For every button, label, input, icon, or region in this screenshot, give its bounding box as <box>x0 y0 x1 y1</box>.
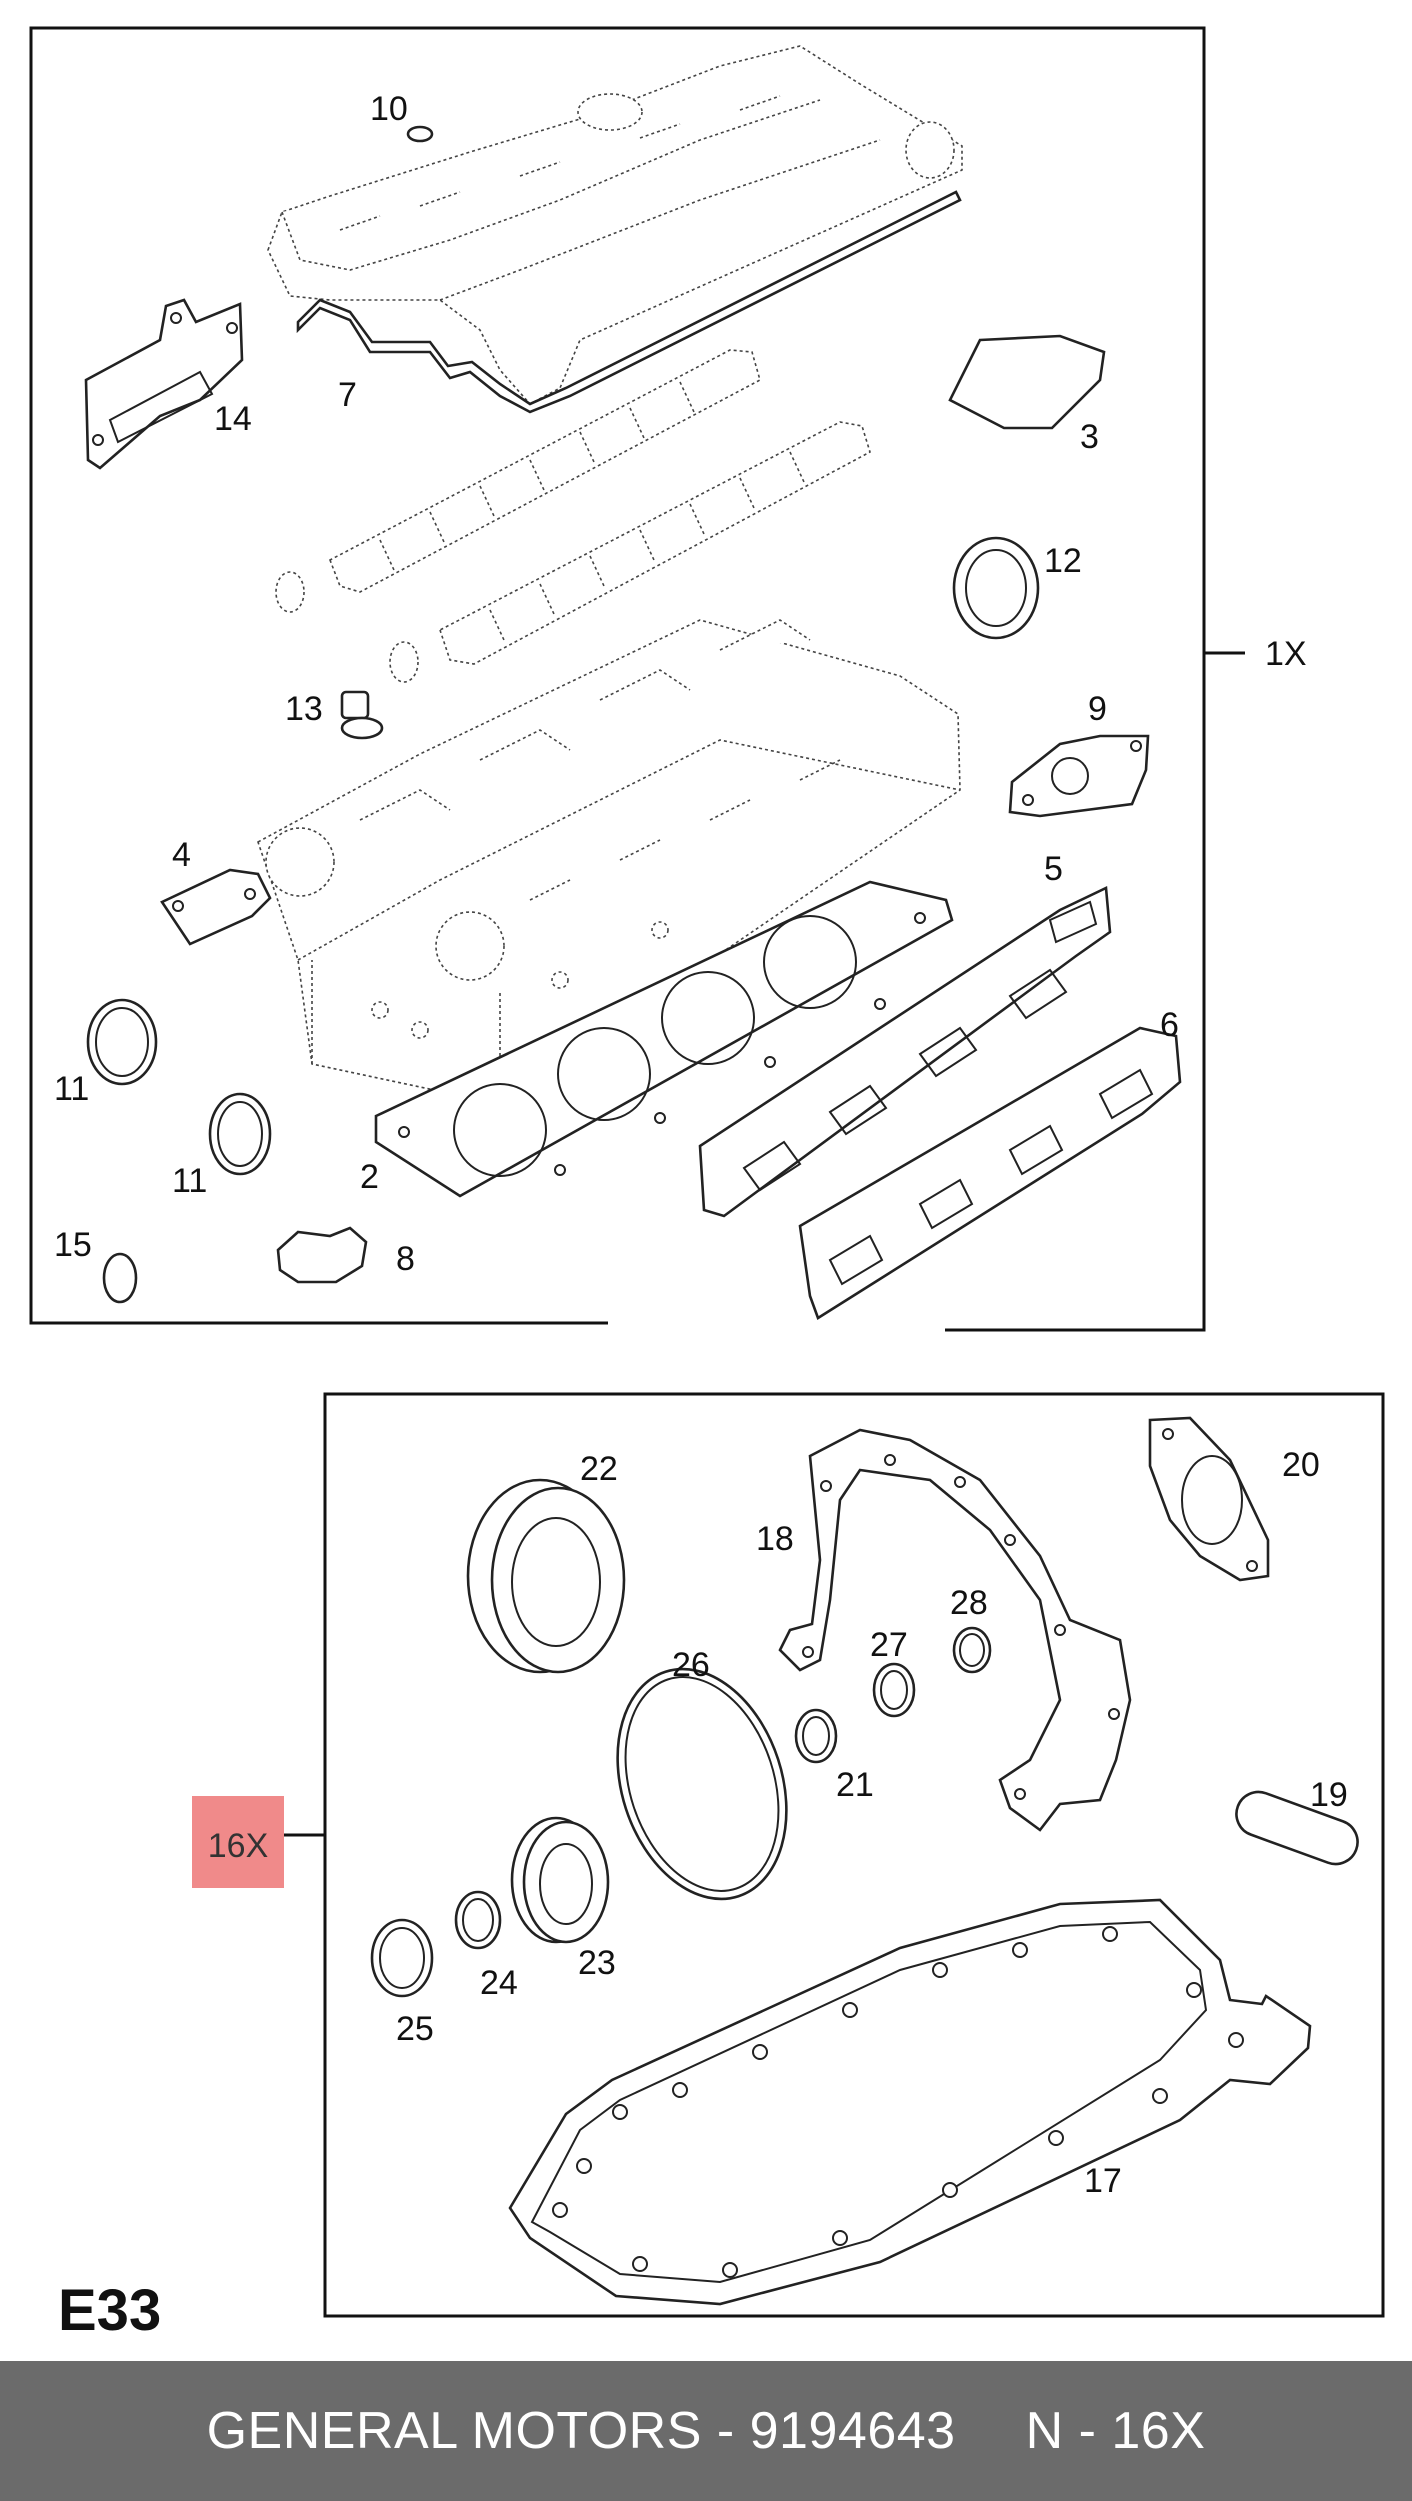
part-20-gasket <box>1148 1416 1270 1582</box>
svg-text:11: 11 <box>172 1162 207 1200</box>
top-group-frame <box>29 26 1245 1332</box>
part-21-oring <box>794 1708 838 1764</box>
svg-text:15: 15 <box>54 1226 92 1264</box>
svg-text:10: 10 <box>370 90 408 128</box>
svg-text:1X: 1X <box>1265 635 1307 673</box>
part-23-seal <box>510 1816 610 1944</box>
part-10-oring <box>406 125 434 143</box>
part-3-gasket <box>948 334 1106 430</box>
svg-text:25: 25 <box>396 2010 434 2048</box>
camshaft-lower <box>439 421 871 665</box>
svg-text:21: 21 <box>836 1766 874 1804</box>
svg-text:27: 27 <box>870 1626 908 1664</box>
part-2-head-gasket <box>374 880 954 1198</box>
svg-text:23: 23 <box>578 1944 616 1982</box>
svg-text:4: 4 <box>172 836 191 874</box>
svg-text:16X: 16X <box>208 1827 269 1865</box>
part-4-gasket <box>160 868 272 946</box>
page-code: E33 <box>58 2278 161 2343</box>
footer-note: N - 16X <box>1025 2402 1206 2460</box>
part-13-valve <box>340 690 384 740</box>
svg-text:5: 5 <box>1044 850 1063 888</box>
part-24-oring <box>454 1890 502 1950</box>
part-6-exhaust-gasket <box>798 1026 1182 1320</box>
part-17-oilpan-gasket <box>508 1898 1312 2306</box>
footer-separator: - <box>716 2402 735 2460</box>
part-14-plate-gasket <box>84 298 244 470</box>
part-22-seal <box>466 1478 626 1674</box>
svg-text:12: 12 <box>1044 542 1082 580</box>
quantity-highlight-16x: 16X <box>192 1796 284 1888</box>
svg-text:24: 24 <box>480 1964 518 2002</box>
part-12-seal <box>952 536 1040 640</box>
part-9-gasket <box>1008 734 1150 818</box>
cylinder-head <box>257 619 961 1105</box>
svg-text:17: 17 <box>1084 2162 1122 2200</box>
svg-text:8: 8 <box>396 1240 415 1278</box>
svg-text:26: 26 <box>672 1646 710 1684</box>
part-11-oring-a <box>86 998 158 1086</box>
part-11-oring-b <box>208 1092 272 1176</box>
svg-text:11: 11 <box>54 1070 89 1108</box>
part-18-timing-gasket <box>778 1428 1132 1832</box>
svg-text:18: 18 <box>756 1520 794 1558</box>
part-26-oring <box>616 1667 788 1901</box>
svg-text:6: 6 <box>1160 1006 1179 1044</box>
cam-seal-right <box>389 641 419 683</box>
svg-text:20: 20 <box>1282 1446 1320 1484</box>
part-27-oring <box>872 1662 916 1718</box>
part-25-oring <box>370 1918 434 1998</box>
svg-text:2: 2 <box>360 1158 379 1196</box>
svg-text:7: 7 <box>338 376 357 414</box>
part-5-manifold-gasket <box>698 886 1112 1218</box>
cam-seal-left <box>275 571 305 613</box>
part-7-gasket <box>296 190 962 414</box>
svg-text:28: 28 <box>950 1584 988 1622</box>
svg-text:9: 9 <box>1088 690 1107 728</box>
svg-text:19: 19 <box>1310 1776 1348 1814</box>
part-8-gasket <box>276 1226 368 1284</box>
part-15-oring <box>102 1252 138 1304</box>
part-19-gasket <box>1235 1790 1359 1866</box>
valve-cover <box>267 45 963 406</box>
bottom-group-frame <box>282 1392 1385 2318</box>
footer-brand: GENERAL MOTORS <box>206 2402 702 2460</box>
footer-bar: GENERAL MOTORS - 9194643 N - 16X <box>0 2361 1412 2501</box>
part-28-oring <box>952 1626 992 1674</box>
svg-text:13: 13 <box>285 690 323 728</box>
camshaft-upper <box>328 349 761 593</box>
svg-text:3: 3 <box>1080 418 1099 456</box>
svg-text:14: 14 <box>214 400 252 438</box>
svg-text:22: 22 <box>580 1450 618 1488</box>
footer-part-number: 9194643 <box>749 2402 956 2460</box>
